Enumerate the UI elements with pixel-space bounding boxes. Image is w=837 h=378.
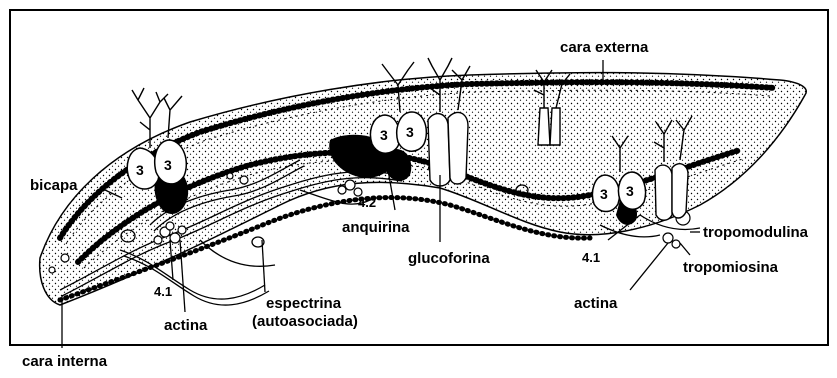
label-actina-left: actina <box>164 317 208 334</box>
label-anquirina: anquirina <box>342 219 410 236</box>
label-band-4-1-left: 4.1 <box>154 284 172 299</box>
label-band-4-1-right: 4.1 <box>582 250 600 265</box>
band3-number: 3 <box>626 183 634 199</box>
label-glucoforina: glucoforina <box>408 250 490 267</box>
label-band-4-2: 4.2 <box>358 195 376 210</box>
label-actina-right: actina <box>574 295 618 312</box>
band3-number: 3 <box>380 127 388 143</box>
band3-number: 3 <box>136 162 144 178</box>
band3-number: 3 <box>406 124 414 140</box>
label-tropomodulina: tropomodulina <box>703 224 809 241</box>
label-autoasociada: (autoasociada) <box>252 313 358 330</box>
label-tropomiosina: tropomiosina <box>683 259 779 276</box>
label-bicapa: bicapa <box>30 177 78 194</box>
label-cara-interna: cara interna <box>22 353 108 370</box>
band3-number: 3 <box>164 157 172 173</box>
label-cara-externa: cara externa <box>560 39 649 56</box>
band3-number: 3 <box>600 186 608 202</box>
label-espectrina: espectrina <box>266 295 342 312</box>
